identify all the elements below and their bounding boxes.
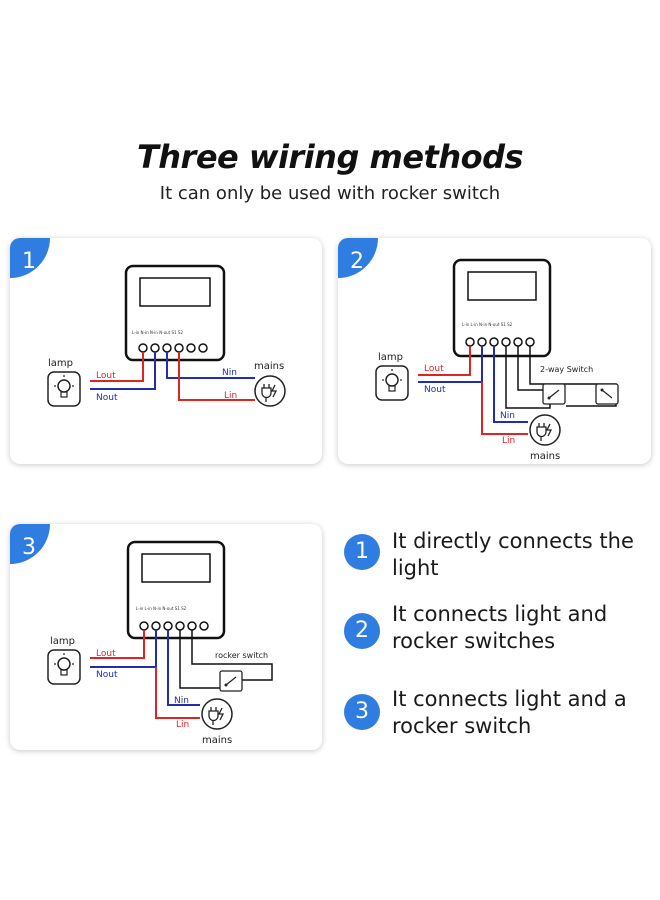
page-subtitle: It can only be used with rocker switch bbox=[159, 183, 501, 204]
mains-plug-icon bbox=[254, 375, 286, 407]
label-lin: Lin bbox=[224, 391, 237, 401]
wire-lout bbox=[90, 352, 144, 382]
method-description: It connects light and rocker switches bbox=[392, 602, 608, 653]
wire-s1 bbox=[179, 630, 222, 689]
number-badge bbox=[338, 238, 378, 278]
wiring-diagram-1: 1 L-in N-in N-in N-out S1 S2 Lout Nout N… bbox=[10, 238, 286, 407]
wire-lin bbox=[178, 352, 255, 401]
terminal-labels: L-in N-in N-in N-out S1 S2 bbox=[132, 330, 183, 335]
label-lout: Lout bbox=[424, 364, 444, 374]
mains-label: mains bbox=[202, 735, 232, 746]
label-lin: Lin bbox=[176, 720, 189, 730]
wire-lin bbox=[155, 667, 200, 719]
method-number-badge: 2 bbox=[344, 613, 380, 649]
rocker-switch-icon bbox=[219, 670, 243, 692]
wire-lout bbox=[90, 630, 145, 659]
lamp-bulb-icon bbox=[47, 371, 81, 407]
rocker-switch-icon bbox=[595, 383, 619, 405]
label-nout: Nout bbox=[96, 393, 118, 403]
diagram-card-3: 3 L-in L-in N-in N-out S1 S2 Lout Nout N… bbox=[10, 524, 322, 750]
method-item-2: 2 It connects light and rocker switches bbox=[340, 601, 650, 661]
wire-lout bbox=[418, 346, 471, 376]
wiring-diagram-3: 3 L-in L-in N-in N-out S1 S2 Lout Nout N… bbox=[10, 524, 273, 746]
label-lout: Lout bbox=[96, 371, 116, 381]
wiring-diagram-2: 2 L-in L-in N-in N-out S1 S2 Lout Nout N… bbox=[338, 238, 619, 462]
lamp-bulb-icon bbox=[47, 649, 81, 685]
method-description: It directly connects the light bbox=[392, 529, 634, 580]
lamp-label: lamp bbox=[378, 352, 403, 363]
wire-nout bbox=[90, 352, 156, 390]
wire-nin bbox=[493, 346, 528, 423]
lamp-bulb-icon bbox=[375, 365, 409, 401]
label-nin: Nin bbox=[500, 411, 515, 421]
badge-number: 3 bbox=[22, 535, 36, 560]
lamp-label: lamp bbox=[50, 636, 75, 647]
mains-plug-icon bbox=[201, 698, 233, 730]
mains-plug-icon bbox=[529, 414, 561, 446]
page-title: Three wiring methods bbox=[136, 138, 524, 176]
wire-nin bbox=[166, 352, 255, 379]
label-lin: Lin bbox=[502, 436, 515, 446]
relay-window bbox=[141, 553, 211, 583]
switch-label: 2-way Switch bbox=[540, 365, 593, 374]
badge-number: 2 bbox=[350, 249, 364, 274]
wire-nin bbox=[167, 630, 200, 706]
number-badge bbox=[10, 238, 50, 278]
method-description: It connects light and a rocker switch bbox=[392, 687, 627, 738]
mains-label: mains bbox=[530, 451, 560, 462]
terminal-labels: L-in L-in N-in N-out S1 S2 bbox=[462, 322, 513, 327]
lamp-label: lamp bbox=[48, 358, 73, 369]
mains-label: mains bbox=[254, 361, 284, 372]
label-lout: Lout bbox=[96, 649, 116, 659]
diagram-card-1: 1 L-in N-in N-in N-out S1 S2 Lout Nout N… bbox=[10, 238, 322, 464]
relay-window bbox=[139, 277, 211, 307]
rocker-switch-icon bbox=[542, 383, 566, 405]
relay-window bbox=[467, 271, 537, 301]
wire-s2 bbox=[191, 630, 273, 681]
label-nout: Nout bbox=[424, 385, 446, 395]
switch-label: rocker switch bbox=[215, 651, 268, 660]
wire-s1 bbox=[517, 346, 543, 391]
terminal-labels: L-in L-in N-in N-out S1 S2 bbox=[136, 606, 187, 611]
badge-number: 1 bbox=[22, 249, 36, 274]
label-nin: Nin bbox=[174, 696, 189, 706]
method-number-badge: 1 bbox=[344, 534, 380, 570]
method-number-badge: 3 bbox=[344, 694, 380, 730]
method-item-1: 1 It directly connects the light bbox=[340, 528, 650, 588]
number-badge bbox=[10, 524, 50, 564]
wire-lin bbox=[481, 382, 528, 435]
diagram-card-2: 2 L-in L-in N-in N-out S1 S2 Lout Nout N… bbox=[338, 238, 651, 464]
method-item-3: 3 It connects light and a rocker switch bbox=[340, 686, 650, 746]
label-nout: Nout bbox=[96, 670, 118, 680]
label-nin: Nin bbox=[222, 368, 237, 378]
